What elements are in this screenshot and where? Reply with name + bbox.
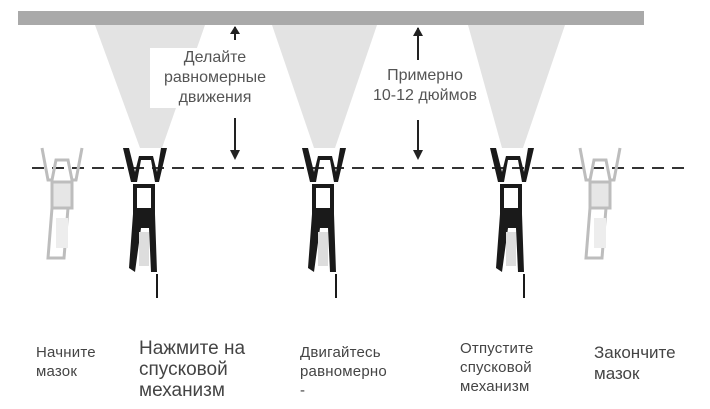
spray-cone-release [468, 25, 565, 148]
spray-gun-trigger-icon [123, 148, 167, 298]
distance-label: Примерно 10-12 дюймов [370, 66, 480, 106]
spray-gun-move-icon [302, 148, 346, 298]
spray-gun-end-icon [580, 148, 620, 258]
spray-gun-start-icon [42, 148, 82, 258]
step-label-trigger: Нажмите на спусковой механизм [139, 339, 245, 402]
step-label-end: Закончите мазок [594, 342, 676, 385]
even-motion-label: Делайте равномерные движения [150, 48, 280, 108]
step-label-move: Двигайтесь равномерно - [300, 344, 387, 400]
spray-gun-release-icon [490, 148, 534, 298]
step-label-start: Начните мазок [36, 344, 96, 382]
step-label-release: Отпустите спусковой механизм [460, 340, 534, 396]
spray-cone-move [272, 25, 377, 148]
painted-surface-bar [18, 11, 644, 25]
